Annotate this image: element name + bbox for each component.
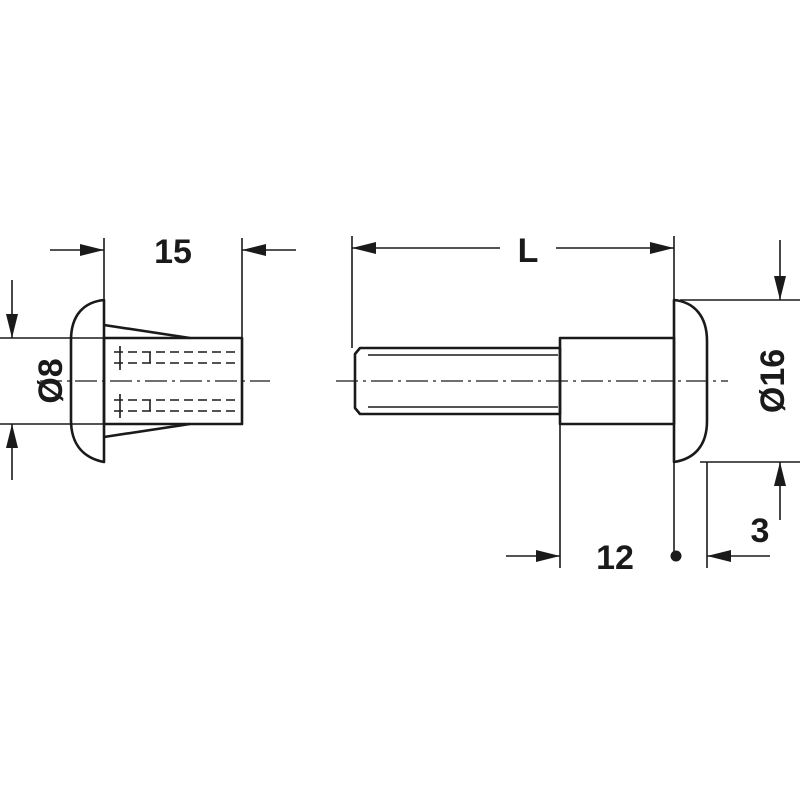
dimension-bolt-length: L xyxy=(351,232,675,348)
sleeve-diameter-label: Ø8 xyxy=(32,358,70,403)
dimension-sleeve-diameter: Ø8 xyxy=(0,280,104,480)
dimension-sleeve-length: 15 xyxy=(50,233,296,338)
dimension-shank-length: 12 xyxy=(506,424,682,577)
sleeve-head xyxy=(69,298,106,464)
sleeve-part: 15 Ø8 xyxy=(0,233,296,480)
sleeve-length-label: 15 xyxy=(154,233,192,271)
bolt-part: L Ø16 12 3 xyxy=(336,232,800,577)
dimension-head-thickness: 3 xyxy=(706,462,770,568)
bolt-length-label: L xyxy=(518,232,539,270)
sleeve-inner-thread xyxy=(114,351,238,412)
shank-length-label: 12 xyxy=(596,539,634,577)
dimension-head-diameter: Ø16 xyxy=(680,240,800,520)
head-thickness-label: 3 xyxy=(751,512,770,550)
head-diameter-label: Ø16 xyxy=(754,349,792,413)
sleeve-slots xyxy=(119,346,151,418)
sleeve-collar xyxy=(103,323,191,439)
